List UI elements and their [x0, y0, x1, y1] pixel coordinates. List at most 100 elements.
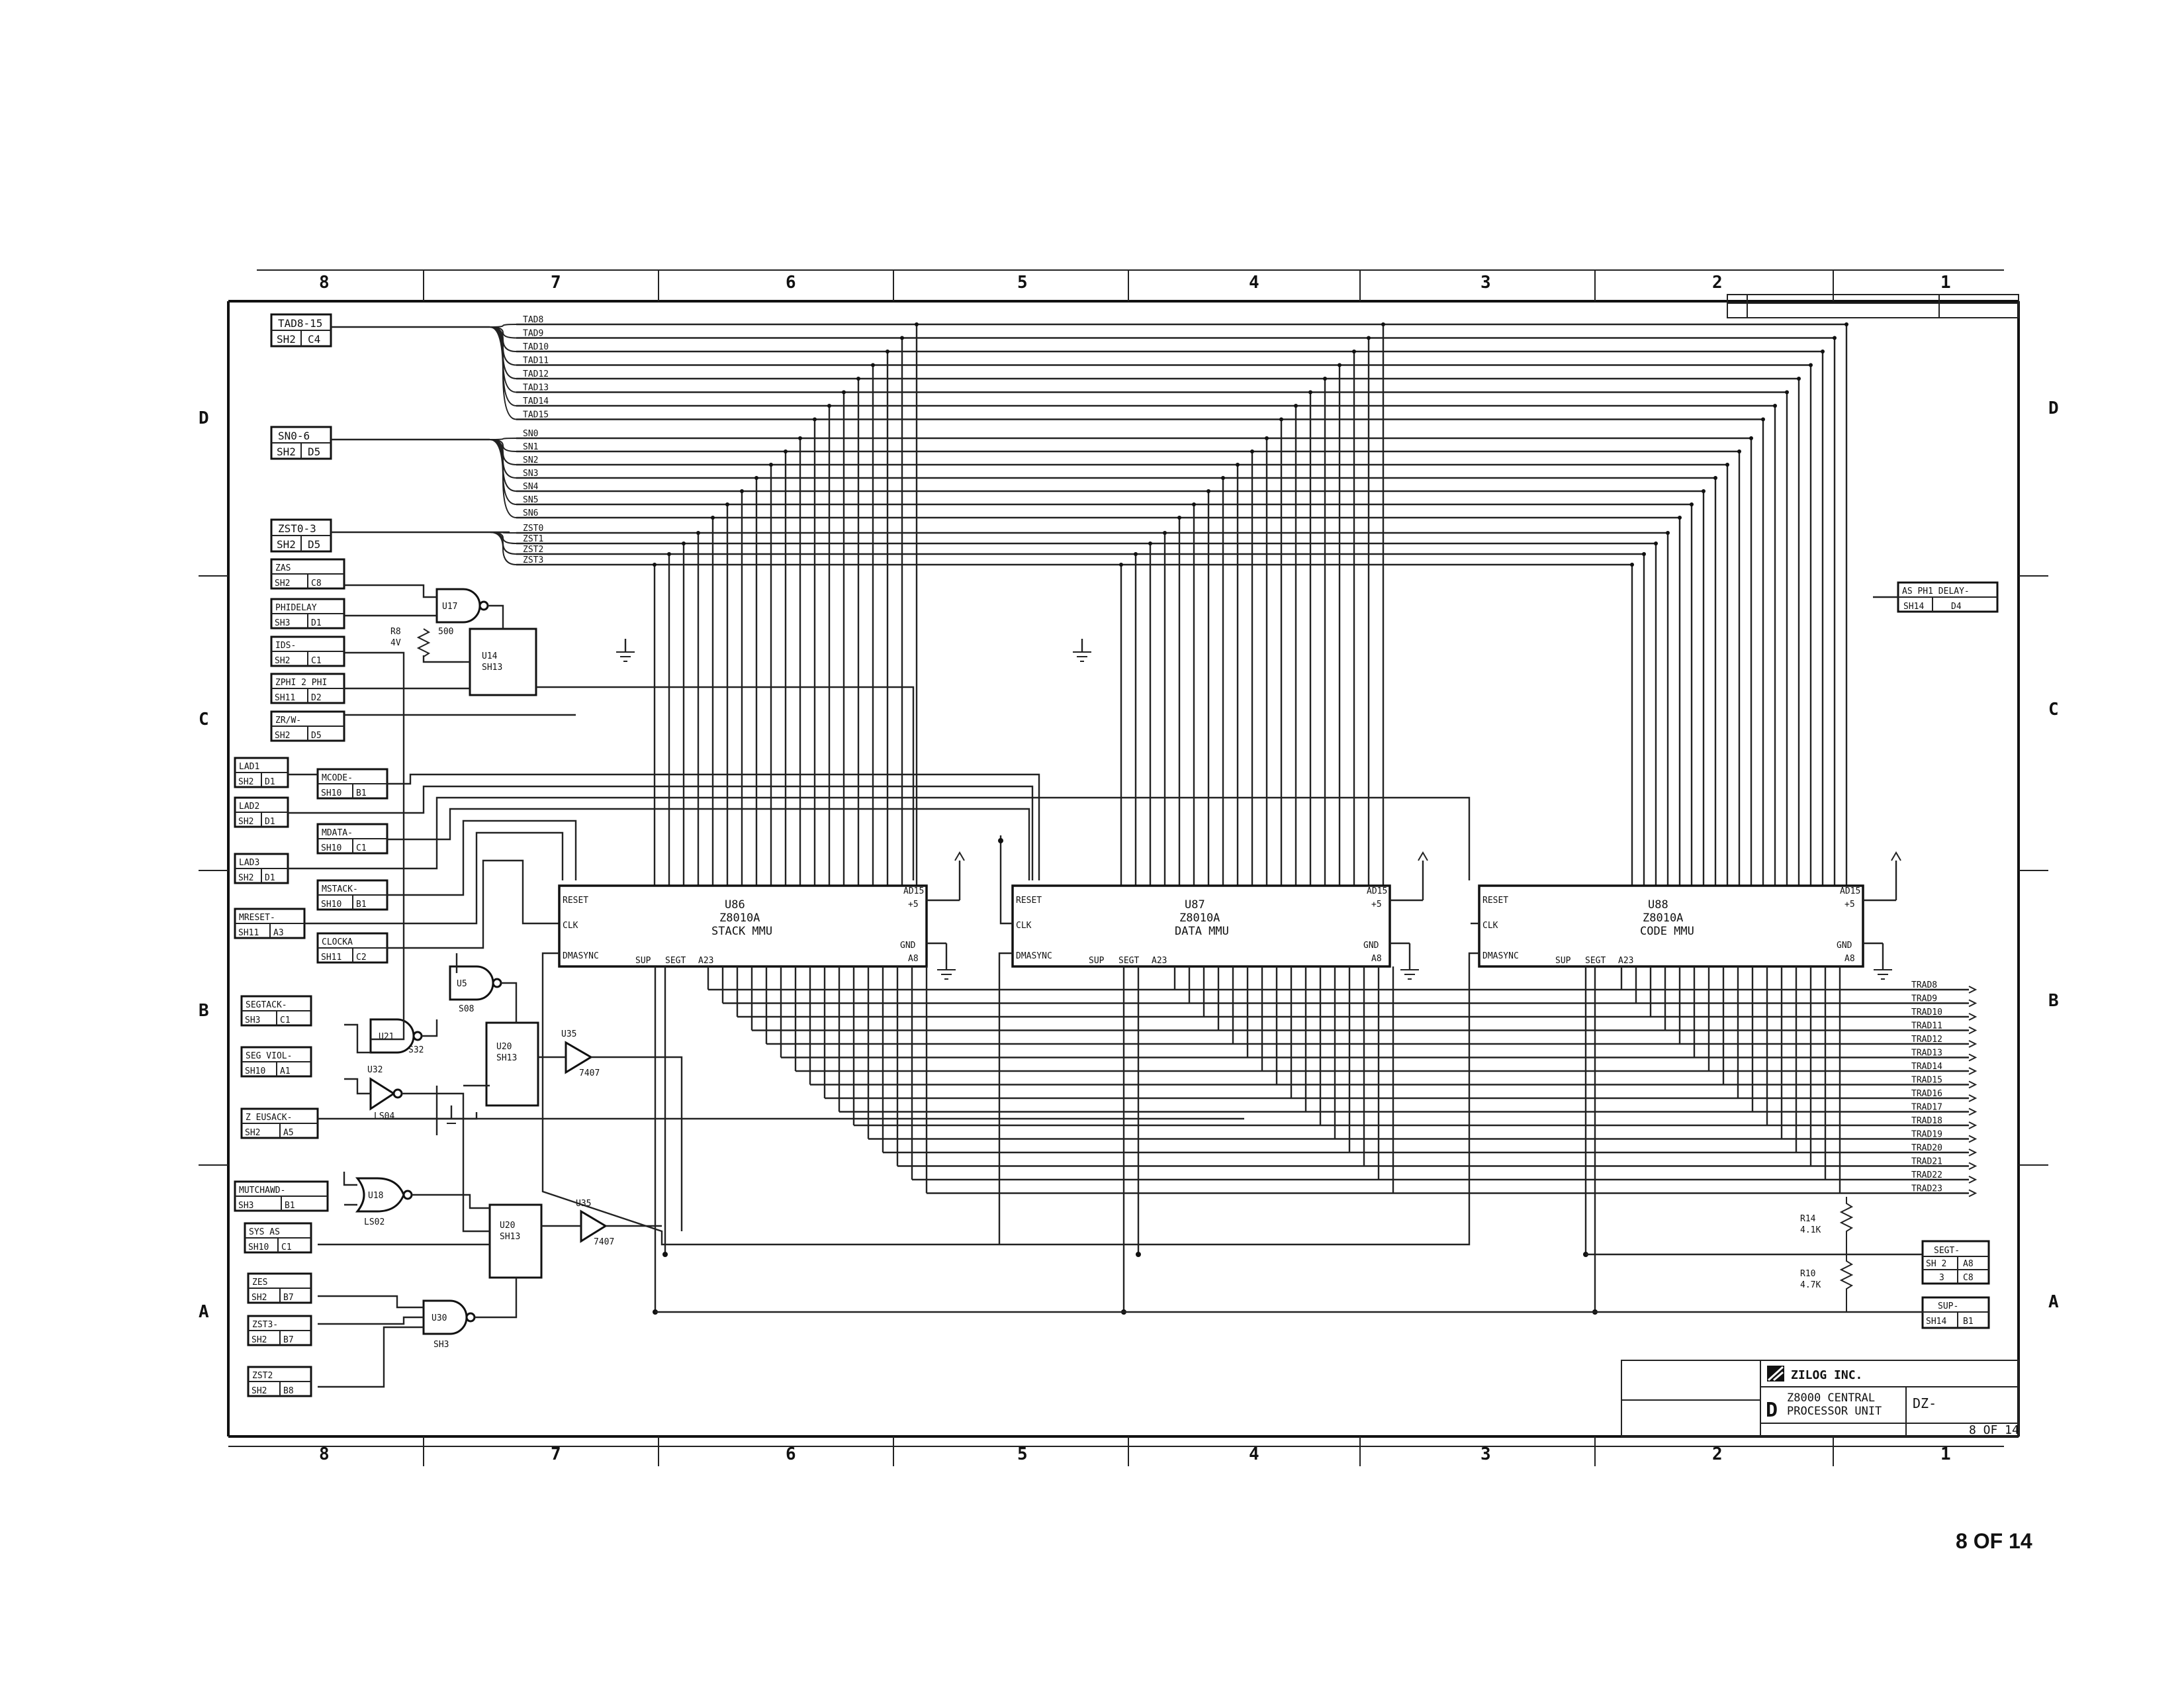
net-label: TAD13: [523, 383, 549, 393]
o-as-name: AS PH1 DELAY-: [1902, 586, 1970, 596]
pin-reset: RESET: [563, 896, 588, 906]
input-ref-zone: D5: [311, 731, 322, 741]
title-company: ZILOG INC.: [1791, 1368, 1862, 1382]
input-name: CLOCKA: [322, 937, 353, 947]
input-name: ZR/W-: [275, 716, 301, 726]
page-number: 8 OF 14: [1956, 1529, 2032, 1553]
zone-bottom-3: 3: [1480, 1444, 1491, 1464]
input-ref-zone: A1: [280, 1066, 291, 1076]
r14-ref: R14: [1800, 1214, 1816, 1224]
u20b-ref: U20: [500, 1221, 515, 1231]
input-name: Z EUSACK-: [246, 1113, 292, 1123]
zone-top-3: 3: [1480, 273, 1491, 293]
trad-label: TRAD10: [1911, 1008, 1942, 1017]
o-segt-sheet: SH 2: [1926, 1259, 1946, 1269]
input-name: MUTCHAWD-: [239, 1186, 285, 1196]
zone-top-7: 7: [551, 273, 561, 293]
group-zst-ref-zone: D5: [308, 538, 320, 551]
r10-resistor: R10 4.7K: [1800, 1254, 1854, 1312]
input-ref-zone: A3: [273, 928, 284, 938]
net-label: SN0: [523, 429, 538, 439]
input-name: LAD2: [239, 802, 259, 812]
zone-right-D: D: [2048, 399, 2059, 418]
zone-bottom-7: 7: [551, 1444, 561, 1464]
input-ref-sheet: SH11: [238, 928, 259, 938]
zone-top-5: 5: [1017, 273, 1028, 293]
pin-sup: SUP: [635, 956, 651, 966]
output-as-ph1-delay: AS PH1 DELAY- SH14 D4: [1873, 581, 1999, 613]
group-zst-ref-sheet: SH2: [277, 538, 296, 551]
u21-note: S32: [408, 1045, 424, 1055]
input-ref-zone: D1: [265, 873, 275, 883]
pin-a23: A23: [698, 956, 713, 966]
input-ref-sheet: SH2: [251, 1335, 267, 1345]
zone-bottom-4: 4: [1249, 1444, 1259, 1464]
o-segt-zone: A8: [1963, 1259, 1974, 1269]
input-name: MCODE-: [322, 773, 353, 783]
trad-label: TRAD17: [1911, 1103, 1942, 1113]
input-ref-zone: B7: [283, 1335, 294, 1345]
pin-a8: A8: [1371, 954, 1382, 964]
input-ref-sheet: SH2: [238, 777, 253, 787]
u88-part: Z8010A: [1643, 912, 1683, 925]
trad-label: TRAD13: [1911, 1049, 1942, 1058]
input-ref-zone: B1: [356, 788, 367, 798]
zone-left-A: A: [199, 1302, 209, 1322]
input-ref-sheet: SH11: [275, 693, 295, 703]
zone-left-B: B: [199, 1001, 209, 1021]
pin-clk: CLK: [1016, 921, 1032, 931]
u88-code-mmu: U88 Z8010A CODE MMU: [1478, 884, 1864, 968]
o-segt-zone2: C8: [1963, 1273, 1974, 1283]
pin-clk: CLK: [563, 921, 578, 931]
r8-note: 4V: [390, 638, 401, 648]
input-ref-sheet: SH10: [245, 1066, 265, 1076]
title-size: D: [1766, 1399, 1778, 1422]
u17-note: 500: [438, 627, 453, 637]
title-line1: Z8000 CENTRAL: [1787, 1391, 1875, 1405]
u88-ref: U88: [1648, 898, 1668, 912]
revision-block: [1727, 294, 2019, 318]
pin-segt: SEGT: [1585, 956, 1606, 966]
net-label: ZST3: [523, 555, 543, 565]
u86-function: STACK MMU: [711, 925, 772, 938]
u86-stack-mmu: U86 Z8010A STACK MMU: [558, 884, 928, 968]
input-ref-zone: B7: [283, 1293, 294, 1303]
trad-label: TRAD16: [1911, 1089, 1942, 1099]
net-label: SN3: [523, 469, 538, 479]
input-ref-sheet: SH10: [248, 1243, 269, 1252]
u87-ref: U87: [1185, 898, 1205, 912]
r10-ref: R10: [1800, 1269, 1815, 1279]
input-name: MDATA-: [322, 828, 353, 838]
input-ref-zone: B1: [285, 1201, 295, 1211]
group-tad-ref-sheet: SH2: [277, 333, 296, 346]
zone-top-4: 4: [1249, 273, 1259, 293]
zone-bottom-5: 5: [1017, 1444, 1028, 1464]
u18-gate: [355, 1177, 405, 1213]
net-label: TAD14: [523, 397, 549, 406]
o-sup-zone: B1: [1963, 1317, 1974, 1327]
pin-ad15: AD15: [903, 886, 924, 896]
zilog-logo: [1767, 1366, 1784, 1382]
net-label: TAD15: [523, 410, 549, 420]
r10-value: 4.7K: [1800, 1280, 1821, 1290]
zone-top-1: 1: [1940, 273, 1951, 293]
trad-label: TRAD11: [1911, 1021, 1942, 1031]
zone-right-C: C: [2048, 700, 2059, 720]
trad-label: TRAD21: [1911, 1157, 1942, 1167]
input-name: ZES: [252, 1278, 267, 1288]
zone-top-8: 8: [319, 273, 330, 293]
input-name: ZST3-: [252, 1320, 278, 1330]
u20a-ref: U20: [496, 1042, 512, 1052]
trad-label: TRAD23: [1911, 1184, 1942, 1194]
output-sup: SUP- SH14 B1: [655, 1296, 1990, 1329]
